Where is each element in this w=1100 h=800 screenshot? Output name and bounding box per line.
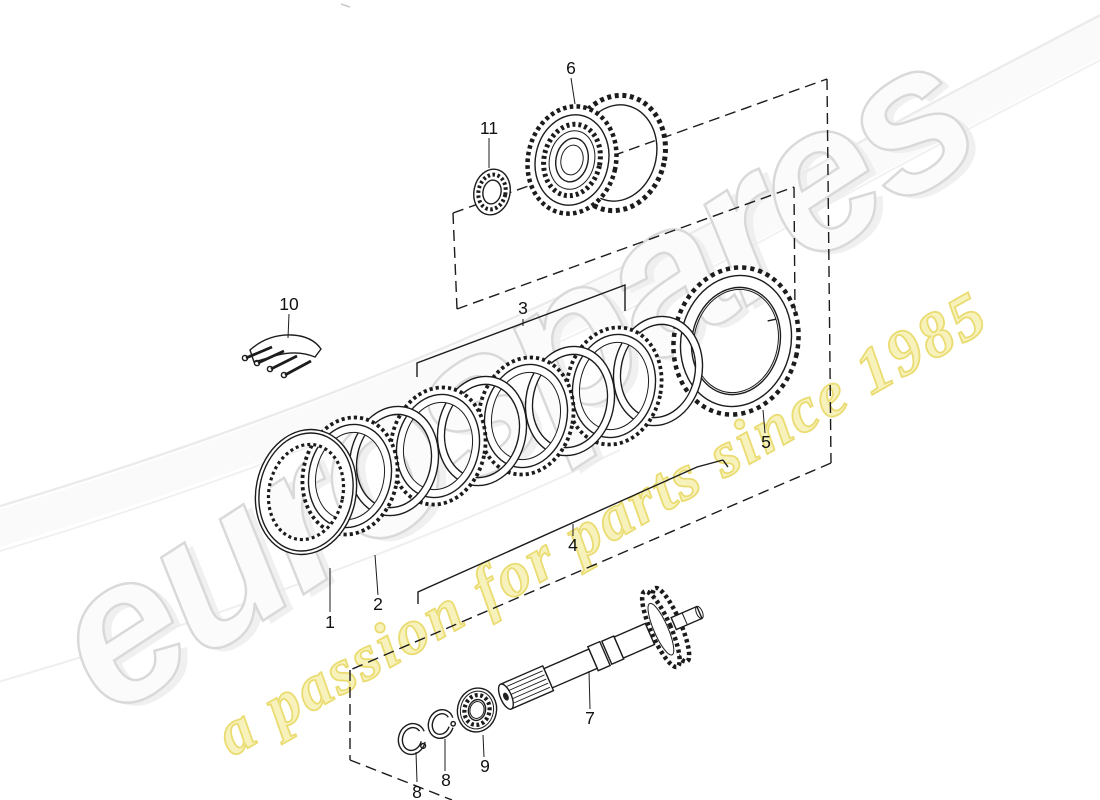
part-1-synchro-ring [254, 428, 358, 556]
part-number-11[interactable]: 11 [480, 118, 498, 138]
part-11-ball-bearing [473, 168, 511, 216]
part-number-1[interactable]: 1 [325, 612, 335, 632]
part-number-8b[interactable]: 8 [441, 770, 451, 790]
registration-mark [340, 3, 351, 8]
part-7-drive-shaft [497, 585, 704, 710]
leader-lines [287, 77, 766, 783]
part-number-8a[interactable]: 8 [412, 782, 422, 800]
part-number-7[interactable]: 7 [585, 708, 595, 728]
part-number-9[interactable]: 9 [480, 756, 490, 776]
part-10-spring-retainer [241, 334, 322, 379]
bracket-group-3 [416, 283, 626, 377]
part-8-snap-ring [427, 708, 457, 740]
part-number-3[interactable]: 3 [518, 298, 528, 318]
part-number-5[interactable]: 5 [761, 432, 771, 452]
bracket-group-4 [417, 459, 729, 604]
dashed-panel-outline [349, 78, 832, 800]
part-number-6[interactable]: 6 [566, 58, 576, 78]
part-number-2[interactable]: 2 [373, 594, 383, 614]
part-number-10[interactable]: 10 [279, 294, 299, 314]
part-6-gear-hub [525, 92, 668, 216]
part-9-ball-bearing [456, 687, 498, 733]
part-number-4[interactable]: 4 [568, 535, 578, 555]
background-swoosh [0, 13, 1100, 683]
